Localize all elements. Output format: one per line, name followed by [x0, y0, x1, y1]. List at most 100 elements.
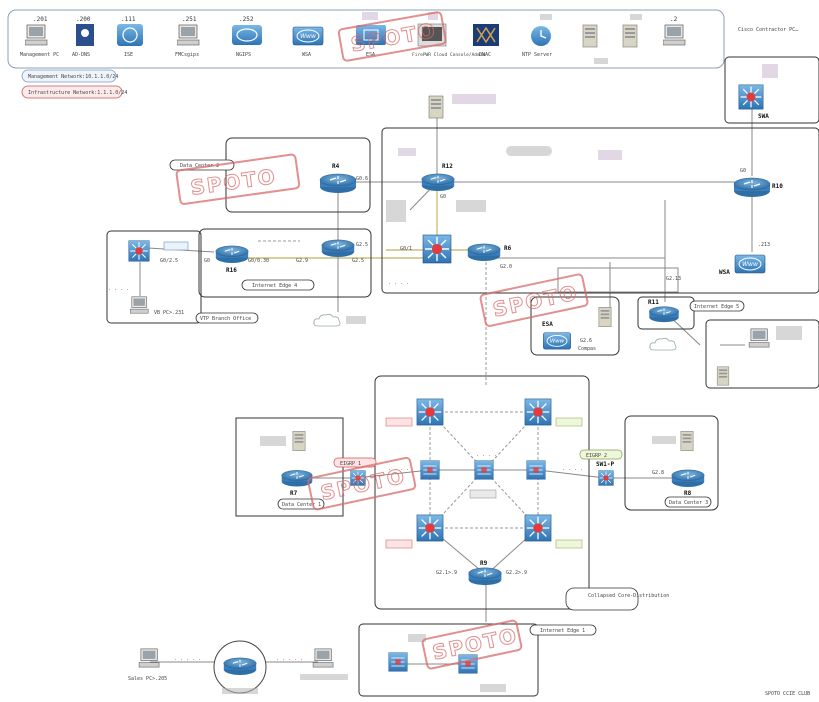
core-switch-top-left[interactable]: [416, 398, 444, 426]
legend-item-esa[interactable]: ESA: [356, 25, 386, 58]
server-contractor[interactable]: [716, 366, 730, 386]
pc-icon: [25, 24, 48, 46]
ngips-icon: [232, 25, 262, 45]
svg-text:Collapsed Core-Distribution: Collapsed Core-Distribution: [588, 593, 669, 599]
svg-text:.213: .213: [758, 242, 770, 248]
legend-label: ESA: [366, 52, 375, 58]
switch-sw1-p[interactable]: SW1-P: [596, 461, 614, 486]
core-switch-mid-center[interactable]: [474, 460, 494, 480]
svg-text:. . . .: . . . .: [476, 452, 497, 458]
legend-item-wsa[interactable]: WSA: [292, 26, 324, 58]
router-r6[interactable]: R6 G2.0: [467, 243, 512, 270]
pc-contractor[interactable]: [748, 328, 770, 348]
svg-text:VB PC>.231: VB PC>.231: [154, 310, 184, 316]
server-icon: [292, 430, 306, 452]
router-r10[interactable]: R10 G0: [733, 168, 783, 198]
svg-text:R16: R16: [226, 267, 237, 274]
label-data-center-3: Data Center 3: [664, 496, 712, 508]
switch-swa[interactable]: SWA: [738, 84, 769, 120]
server-top-center[interactable]: [428, 95, 444, 119]
router-icon: [321, 239, 355, 258]
core-switch-mid-left[interactable]: [420, 460, 440, 480]
wsa-appliance-right[interactable]: WSA .213: [719, 242, 770, 276]
legend-item-firepower[interactable]: FirePWR Cloud Console/Admin: [412, 23, 485, 58]
svg-text:R8: R8: [684, 490, 692, 497]
firewall-switch-center[interactable]: G0/1: [400, 234, 452, 264]
svg-text:R10: R10: [772, 183, 783, 190]
label-eigrp-2: EIGRP 2: [579, 449, 623, 460]
legend-item-server-a[interactable]: [582, 24, 598, 48]
switch-icon: [420, 460, 440, 480]
legend-item-server-b[interactable]: [622, 24, 638, 48]
legend-label: FirePWR Cloud Console/Admin: [412, 52, 485, 58]
pc-bottom-right[interactable]: [312, 648, 334, 668]
svg-text:. . . .: . . . .: [108, 286, 129, 292]
esa-appliance[interactable]: ESA: [542, 321, 572, 350]
switch-icon: [388, 652, 408, 672]
svg-text:SW1-P: SW1-P: [596, 461, 614, 468]
router-r7[interactable]: R7: [281, 469, 313, 497]
server-data-center-1[interactable]: [292, 430, 306, 452]
router-bottom-hub[interactable]: [213, 640, 267, 694]
pc-sales[interactable]: Sales PC>.205: [128, 648, 167, 682]
legend-item-management-pc[interactable]: .201 Management PC: [20, 16, 59, 58]
router-r11[interactable]: R11: [648, 299, 680, 323]
spoto-stamp: SPOTO: [479, 273, 589, 327]
legend-item-fmc[interactable]: .251 FMCsgips: [175, 16, 200, 58]
router-r9[interactable]: R9 G2.1>.9 G2.2>.9: [436, 560, 527, 586]
label-internet-edge-4: Internet Edge 4: [241, 279, 315, 291]
legend-item-ad-dns[interactable]: .200 AD-DNS: [72, 16, 94, 58]
svg-text:G2.6: G2.6: [580, 338, 592, 344]
infrastructure-network-pill: Infrastructure Network:1.1.1.0/24: [21, 85, 127, 99]
svg-text:. . . . .: . . . . .: [276, 656, 303, 662]
svg-text:G0: G0: [440, 194, 446, 200]
label-internet-edge-1: Internet Edge 1: [529, 624, 597, 636]
router-icon: [215, 245, 249, 264]
l3-switch-icon: [128, 240, 150, 262]
l3-switch-icon: [524, 514, 552, 542]
legend-item-pc-c[interactable]: .2: [663, 16, 686, 46]
svg-text:Data Center 2: Data Center 2: [180, 163, 219, 169]
svg-text:R7: R7: [290, 490, 298, 497]
label-cisco-contractor: Cisco Contractor PC…: [738, 27, 798, 33]
router-r8[interactable]: R8 G2.8: [652, 469, 705, 497]
cloud-edge-4: [313, 313, 341, 327]
switch-vtp-branch[interactable]: G0/2.5: [128, 240, 178, 264]
router-r4[interactable]: R4 G0.6: [319, 163, 368, 194]
server-compas[interactable]: G2.6 Compas: [578, 306, 612, 352]
pc-icon: [138, 648, 160, 668]
router-r12[interactable]: R12 G0: [421, 163, 455, 200]
dnac-icon: [473, 24, 499, 46]
svg-text:Internet Edge 1: Internet Edge 1: [540, 628, 585, 634]
svg-text:G2.1>.9: G2.1>.9: [436, 570, 457, 576]
core-switch-top-right[interactable]: [524, 398, 552, 426]
legend-item-dnac[interactable]: DNAC: [473, 24, 499, 58]
legend-ip: .201: [33, 16, 48, 23]
cloud-edge-5: [649, 337, 677, 351]
edge1-firewall-left[interactable]: [388, 652, 408, 672]
svg-text:G2.0: G2.0: [500, 264, 512, 270]
router-r16[interactable]: R16 G0: [204, 245, 249, 274]
legend-item-ntp[interactable]: NTP Server: [522, 26, 552, 58]
router-icon: [421, 173, 455, 192]
server-data-center-3[interactable]: [680, 430, 694, 452]
pc-vtp-branch[interactable]: VB PC>.231: [130, 296, 184, 316]
legend-ip: .251: [182, 16, 197, 23]
svg-text:VTP Branch Office: VTP Branch Office: [200, 316, 251, 322]
core-switch-bottom-left[interactable]: [416, 514, 444, 542]
server-icon: [598, 306, 612, 328]
label-data-center-1: Data Center 1: [277, 498, 325, 510]
router-sw-edge[interactable]: G2.9 G2.5 G2.5: [296, 239, 368, 264]
router-icon: [223, 657, 257, 676]
server-icon: [716, 366, 730, 386]
core-switch-mid-right[interactable]: [526, 460, 546, 480]
legend-label: Management PC: [20, 52, 59, 58]
esa-icon: [542, 332, 572, 350]
legend-item-ise[interactable]: .111 ISE: [117, 16, 143, 58]
svg-text:G0/0.30: G0/0.30: [248, 258, 269, 264]
core-switch-bottom-right[interactable]: [524, 514, 552, 542]
svg-text:G2.9: G2.9: [296, 258, 308, 264]
legend-ip: .111: [121, 16, 136, 23]
legend-item-ngips[interactable]: .252 NGIPS: [232, 16, 262, 58]
svg-text:G0: G0: [204, 258, 210, 264]
